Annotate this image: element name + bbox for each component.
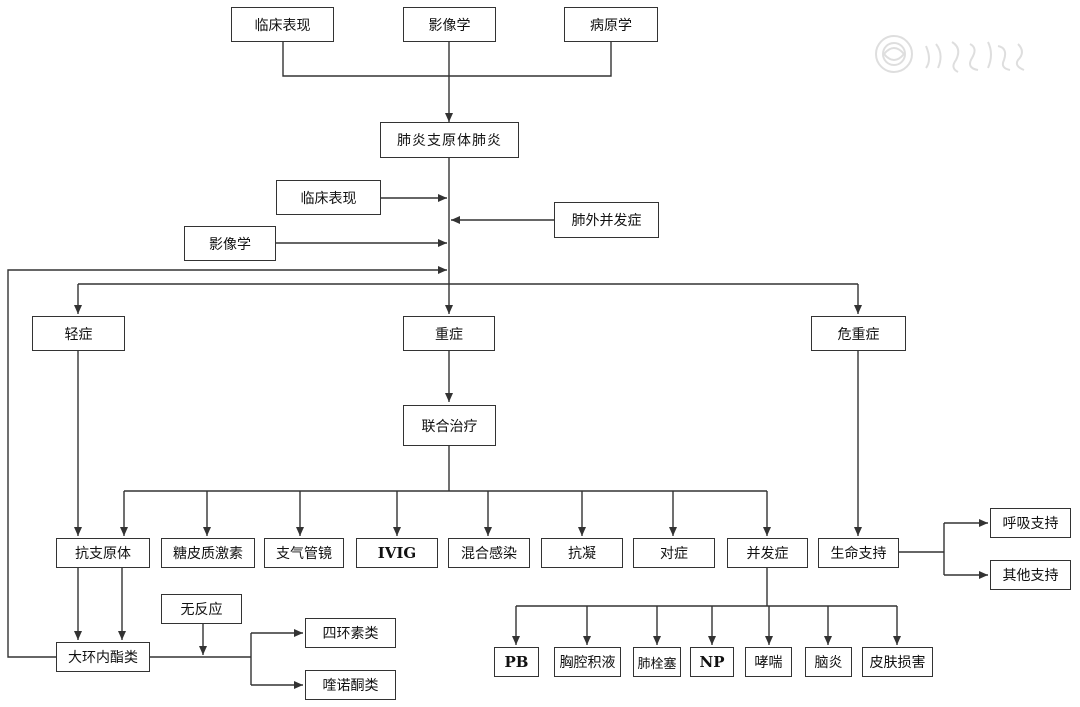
node-skin-damage[interactable]: 皮肤损害: [862, 647, 933, 677]
node-quinolones[interactable]: 喹诺酮类: [305, 670, 396, 700]
node-severe[interactable]: 重症: [403, 316, 495, 351]
node-np[interactable]: NP: [690, 647, 734, 677]
node-complications[interactable]: 并发症: [727, 538, 808, 568]
node-combined-therapy[interactable]: 联合治疗: [403, 405, 496, 446]
node-top-clinical[interactable]: 临床表现: [231, 7, 334, 42]
node-no-response[interactable]: 无反应: [161, 594, 242, 624]
edge-top-merge: [282, 41, 612, 77]
node-ivig[interactable]: IVIG: [356, 538, 438, 568]
node-tetracyclines[interactable]: 四环素类: [305, 618, 396, 648]
node-pb[interactable]: PB: [494, 647, 539, 677]
node-anticoagulation[interactable]: 抗凝: [541, 538, 623, 568]
node-symptomatic[interactable]: 对症: [633, 538, 715, 568]
node-side-extrapulmonary[interactable]: 肺外并发症: [554, 202, 659, 238]
node-pe[interactable]: 肺栓塞: [633, 647, 681, 677]
node-corticosteroid[interactable]: 糖皮质激素: [161, 538, 255, 568]
node-other-support[interactable]: 其他支持: [990, 560, 1071, 590]
node-effusion[interactable]: 胸腔积液: [554, 647, 621, 677]
node-critical[interactable]: 危重症: [811, 316, 906, 351]
node-anti-mp[interactable]: 抗支原体: [56, 538, 150, 568]
node-side-clinical[interactable]: 临床表现: [276, 180, 381, 215]
node-diagnosis[interactable]: 肺炎支原体肺炎: [380, 122, 519, 158]
edge-loop-back: [7, 266, 447, 658]
node-bronchoscopy[interactable]: 支气管镜: [264, 538, 344, 568]
node-mild[interactable]: 轻症: [32, 316, 125, 351]
node-wheezing[interactable]: 哮喘: [745, 647, 792, 677]
node-resp-support[interactable]: 呼吸支持: [990, 508, 1071, 538]
node-top-pathogen[interactable]: 病原学: [564, 7, 658, 42]
node-coinfection[interactable]: 混合感染: [448, 538, 530, 568]
node-top-imaging[interactable]: 影像学: [403, 7, 496, 42]
node-macrolides[interactable]: 大环内酯类: [56, 642, 150, 672]
logo-seal-icon: [875, 35, 913, 73]
node-side-imaging[interactable]: 影像学: [184, 226, 276, 261]
node-life-support[interactable]: 生命支持: [818, 538, 899, 568]
node-encephalitis[interactable]: 脑炎: [805, 647, 852, 677]
watermark-logo: [870, 30, 1050, 78]
